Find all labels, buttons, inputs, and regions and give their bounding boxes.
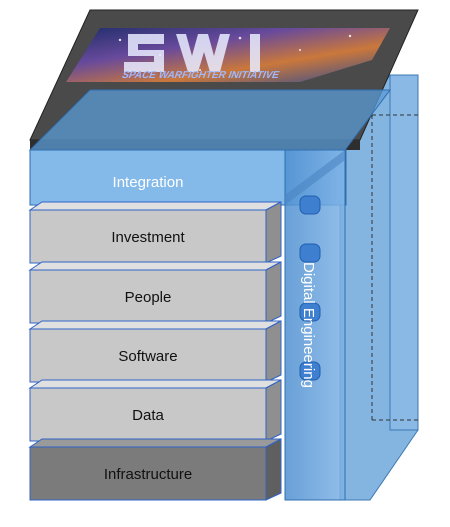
layer-label-people: People: [124, 289, 172, 306]
digital-engineering-column-back: [339, 74, 419, 501]
slab-data: [28, 379, 282, 442]
layer-label-investment: Investment: [111, 229, 185, 246]
slab-people: [28, 261, 282, 324]
digital-engineering-column: [284, 149, 346, 501]
swi-tagline: SPACE WARFIGHTER INITIATIVE: [120, 70, 281, 81]
slab-infrastructure: [28, 438, 282, 501]
connector-plugs: [299, 195, 321, 381]
slab-investment: [28, 201, 282, 264]
layer-label-infrastructure: Infrastructure: [103, 466, 193, 483]
digital-engineering-label: Digital Engineering: [300, 262, 317, 388]
integration-label: Integration: [112, 174, 184, 191]
layer-label-data: Data: [132, 407, 164, 424]
layer-label-software: Software: [118, 348, 178, 365]
slab-software: [28, 320, 282, 383]
